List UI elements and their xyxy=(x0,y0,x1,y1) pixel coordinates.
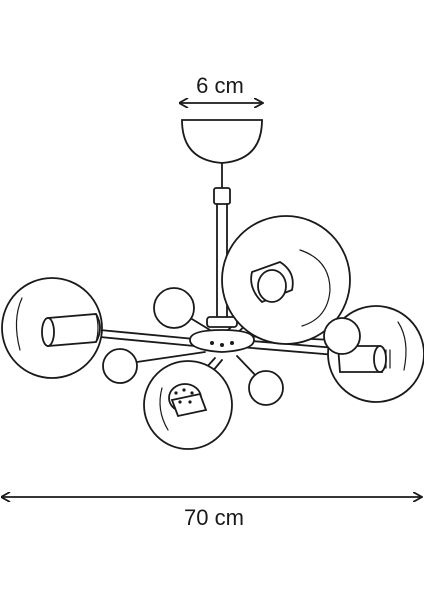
total-width-label: 70 cm xyxy=(184,505,244,530)
upper-left-small-ball xyxy=(153,287,195,329)
canopy-width-label: 6 cm xyxy=(196,73,244,98)
right-upper-small-ball xyxy=(323,317,361,355)
ceiling-canopy xyxy=(181,119,263,164)
upper-right-globe-shade xyxy=(221,215,351,345)
lower-right-small-ball xyxy=(248,370,284,406)
lower-left-small-ball xyxy=(102,348,138,384)
central-hub xyxy=(189,316,255,353)
total-width-dimension: 70 cm xyxy=(2,497,421,530)
lower-center-globe-shade xyxy=(143,360,233,450)
left-globe-shade xyxy=(1,277,103,379)
canopy-dimension: 6 cm xyxy=(180,73,262,103)
